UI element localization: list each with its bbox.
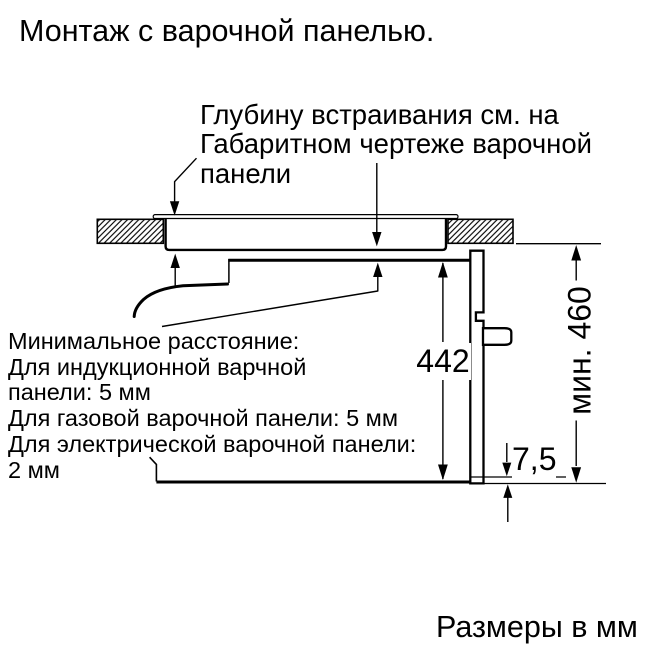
depth-callout-line: Глубину встраивания см. на [200, 99, 559, 130]
oven-body [132, 258, 473, 484]
cooktop [152, 214, 459, 252]
dimension-442 [438, 262, 448, 480]
depth-callout-line: Габаритном чертеже варочной [200, 128, 592, 160]
min-distance-line: Минимальное расстояние: [8, 328, 300, 354]
min-distance-line: Для электрической варочной панели: [8, 430, 417, 457]
oven-front-frame [469, 249, 513, 485]
control-knob [481, 327, 513, 346]
min-distance-callout: Минимальное расстояние: Для индукционной… [8, 328, 417, 483]
dimension-label-442: 442 [415, 343, 471, 380]
units-note: Размеры в мм [436, 610, 638, 644]
dimension-label-7-5: 7,5 [512, 441, 557, 478]
worktop-cross-section [96, 218, 514, 245]
min-distance-line: 2 мм [8, 456, 60, 483]
page-title: Монтаж с варочной панелью. [19, 14, 435, 48]
min-distance-arrows [161, 253, 383, 328]
dimension-label-min-460: мин. 460 [561, 280, 598, 421]
min-distance-line: панели: 5 мм [8, 379, 151, 406]
min-distance-line: Для индукционной варчной [8, 353, 307, 380]
depth-callout-line: панели [200, 157, 292, 189]
depth-callout: Глубину встраивания см. на Габаритном че… [200, 100, 592, 188]
depth-note-leaders [169, 157, 382, 247]
min-distance-line: Для газовой варочной панели: 5 мм [8, 405, 398, 432]
mains-cable [132, 282, 229, 318]
